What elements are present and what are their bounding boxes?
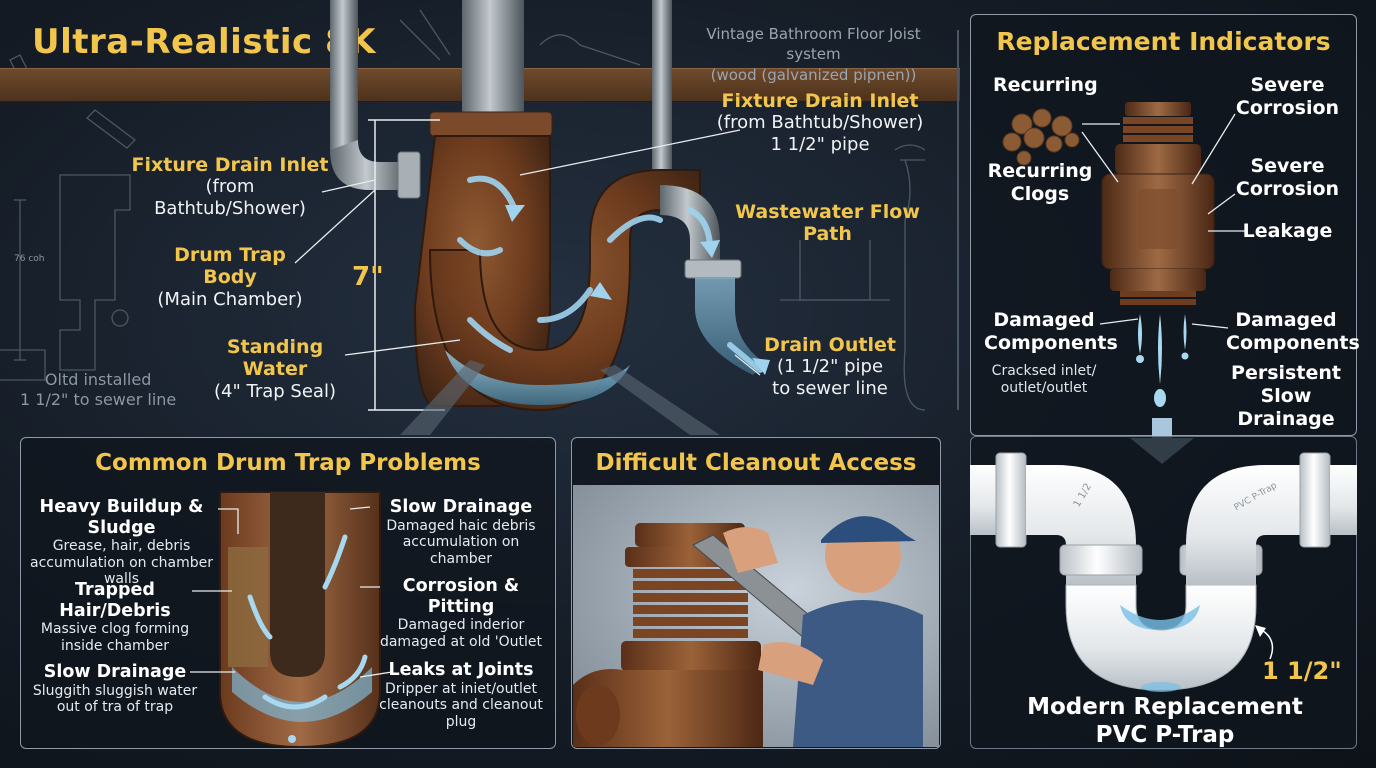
indicator-severe-corrosion-2: Severe Corrosion (1230, 155, 1345, 201)
indicator-cracked-line1: Cracksed inlet/ (991, 363, 1097, 379)
indicator-damaged-left: Damaged Components (984, 309, 1118, 355)
indicator-persistent-line2: Slow Drainage (1237, 384, 1335, 430)
indicator-damaged-left-line1: Damaged (993, 309, 1095, 331)
problem-slow-right: Slow Drainage Damaged haic debris accumu… (372, 497, 550, 567)
replacement-title-line2: PVC P-Trap (1095, 721, 1235, 748)
indicator-severe-corrosion-1: Severe Corrosion (1230, 74, 1345, 120)
indicator-damaged-right: Damaged Components (1226, 309, 1360, 355)
problem-trapped-title: Trapped Hair/Debris (59, 580, 171, 621)
indicator-cracked-line2: outlet/outlet (1000, 379, 1088, 396)
header-caption-line1: Vintage Bathroom Floor Joist system (706, 25, 921, 64)
problem-buildup: Heavy Buildup & Sludge Grease, hair, deb… (24, 497, 219, 588)
problems-title: Common Drum Trap Problems (95, 450, 481, 476)
problem-slow-right-line2: accumulation on chamber (402, 534, 520, 567)
indicators-illustration (1002, 102, 1245, 407)
header-caption-line2: (wood (galvanized pipnen)) (710, 65, 917, 84)
indicator-damaged-left-line2: Components (984, 331, 1118, 354)
problem-corrosion-line1: Damaged inderior (397, 617, 525, 634)
section-divider (957, 30, 959, 410)
label-inlet-left: Fixture Drain Inlet (from Bathtub/Shower… (130, 154, 330, 219)
problem-corrosion: Corrosion & Pitting Damaged inderior dam… (372, 576, 550, 650)
problem-leaks-line2: cleanouts and cleanout plug (379, 697, 543, 730)
indicator-persistent-line1: Persistent (1231, 362, 1341, 384)
problem-trapped-line2: inside chamber (61, 637, 169, 654)
label-drain-outlet: Drain Outlet (1 1/2" pipe to sewer line (760, 334, 900, 399)
problem-slow-right-title: Slow Drainage (389, 497, 533, 517)
indicator-severe-corrosion-2-line1: Severe (1250, 155, 1325, 177)
problem-trapped: Trapped Hair/Debris Massive clog forming… (30, 580, 200, 654)
sketch-note-line1: Oltd installed (44, 370, 152, 389)
indicator-recurring: Recurring (993, 74, 1098, 96)
problem-buildup-line2: accumulation on chamber walls (29, 554, 214, 588)
pvc-trap-illustration (970, 452, 1357, 692)
problems-trap-illustration (190, 491, 393, 749)
indicator-recurring-clogs-line2: Clogs (1010, 182, 1070, 205)
sketch-note: Oltd installed 1 1/2" to sewer line (20, 370, 176, 410)
indicator-recurring-clogs-line1: Recurring (987, 160, 1093, 182)
problem-leaks-title: Leaks at Joints (388, 660, 534, 680)
replacement-size: 1 1/2" (1262, 657, 1342, 685)
problem-slow-right-line1: Damaged haic debris (386, 517, 536, 534)
replacement-title-line1: Modern Replacement (1027, 694, 1303, 720)
indicator-damaged-right-line1: Damaged (1235, 309, 1337, 331)
label-inlet-right-sub2: 1 1/2" pipe (770, 133, 870, 155)
problem-corrosion-line2: damaged at old 'Outlet (379, 633, 543, 650)
label-inlet-right-sub1: (from Bathtub/Shower) (716, 112, 924, 134)
label-drain-outlet-title: Drain Outlet (764, 334, 896, 356)
label-inlet-right-title: Fixture Drain Inlet (721, 90, 919, 112)
problem-corrosion-title: Corrosion & Pitting (402, 576, 520, 617)
page-title: Ultra-Realistic 8K (32, 22, 376, 62)
label-drum-body: Drum Trap Body (Main Chamber) (150, 244, 310, 310)
indicator-damaged-right-line2: Components (1226, 331, 1360, 354)
label-standing-water: Standing Water (4" Trap Seal) (195, 336, 355, 402)
problem-slow-left-line1: Sluggith sluggish water (32, 682, 198, 699)
drum-trap-illustration (294, 0, 770, 435)
problem-buildup-line1: Grease, hair, debris (52, 538, 191, 555)
indicator-severe-corrosion-2-line2: Corrosion (1235, 177, 1340, 200)
indicator-leakage: Leakage (1242, 220, 1333, 242)
dimension-label: 7" (352, 262, 384, 292)
label-inlet-left-sub: (from Bathtub/Shower) (154, 176, 306, 219)
problem-slow-left-line2: out of tra of trap (56, 699, 174, 716)
label-drum-body-sub: (Main Chamber) (157, 288, 303, 310)
label-drain-outlet-sub2: to sewer line (772, 377, 888, 399)
problem-trapped-line1: Massive clog forming (40, 621, 190, 638)
sketch-dimension: 76 coh (14, 254, 45, 264)
label-standing-water-sub: (4" Trap Seal) (214, 380, 336, 402)
label-inlet-right: Fixture Drain Inlet (from Bathtub/Shower… (715, 90, 925, 155)
header-caption: Vintage Bathroom Floor Joist system (woo… (686, 24, 941, 85)
label-inlet-left-title: Fixture Drain Inlet (131, 154, 329, 176)
problem-leaks-line1: Dripper at iniet/outlet (385, 680, 537, 697)
indicator-cracked: Cracksed inlet/ outlet/outlet (984, 363, 1104, 397)
label-flow-path-title: Wastewater Flow Path (735, 201, 920, 246)
indicator-persistent: Persistent Slow Drainage (1222, 362, 1350, 430)
indicator-recurring-clogs: Recurring Clogs (985, 160, 1095, 206)
label-drain-outlet-sub1: (1 1/2" pipe (776, 356, 884, 378)
problem-leaks: Leaks at Joints Dripper at iniet/outlet … (370, 660, 552, 730)
label-drum-body-title: Drum Trap Body (174, 244, 286, 289)
problem-slow-left: Slow Drainage Sluggith sluggish water ou… (30, 662, 200, 716)
problem-buildup-title: Heavy Buildup & Sludge (39, 497, 204, 538)
replacement-title: Modern Replacement PVC P-Trap (990, 694, 1340, 749)
indicator-severe-corrosion-1-line1: Severe (1250, 74, 1325, 96)
indicators-title: Replacement Indicators (996, 27, 1331, 56)
cleanout-title: Difficult Cleanout Access (595, 450, 917, 476)
label-standing-water-title: Standing Water (226, 336, 324, 381)
sketch-note-line2: 1 1/2" to sewer line (20, 390, 177, 409)
label-flow-path: Wastewater Flow Path (720, 201, 935, 246)
problem-slow-left-title: Slow Drainage (43, 662, 187, 682)
cleanout-photo (573, 485, 939, 747)
indicator-severe-corrosion-1-line2: Corrosion (1235, 96, 1340, 119)
